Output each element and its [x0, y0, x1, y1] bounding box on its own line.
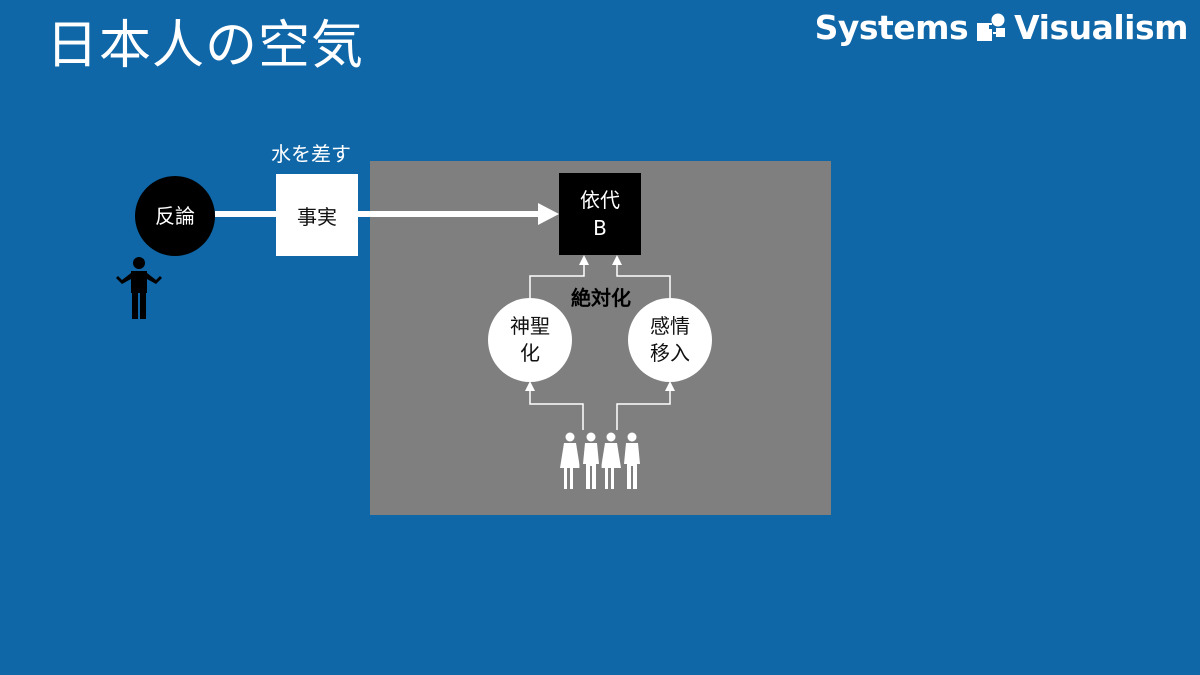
brand-logo: Systems Visualism — [814, 6, 1189, 48]
person-shrug-icon — [116, 257, 162, 319]
hanron-label: 反論 — [155, 203, 195, 228]
yorishiro-label-line1: 依代 — [580, 188, 620, 212]
yorishiro-label-line2: B — [593, 216, 607, 240]
yorishiro-box: 依代 B — [559, 173, 641, 255]
shinseika-label-line2: 化 — [520, 341, 540, 365]
page-title: 日本人の空気 — [46, 16, 365, 76]
brand-name-part1: Systems — [814, 7, 969, 47]
shinseika-label-line1: 神聖 — [510, 314, 550, 338]
brand-name-part2: Visualism — [1014, 7, 1188, 47]
shinseika-node: 神聖 化 — [488, 298, 572, 382]
absolutize-label: 絶対化 — [571, 286, 631, 310]
kanjo-label-line1: 感情 — [650, 314, 690, 338]
mizu-wo-sasu-label: 水を差す — [271, 142, 351, 166]
kanjo-label-line2: 移入 — [650, 341, 690, 365]
crowd-icon — [560, 432, 640, 489]
fact-box: 事実 — [276, 174, 358, 256]
hanron-node: 反論 — [135, 176, 215, 256]
systems-visualism-logo-icon — [977, 13, 1006, 41]
fact-label: 事実 — [297, 204, 337, 229]
kanjo-inyu-node: 感情 移入 — [628, 298, 712, 382]
